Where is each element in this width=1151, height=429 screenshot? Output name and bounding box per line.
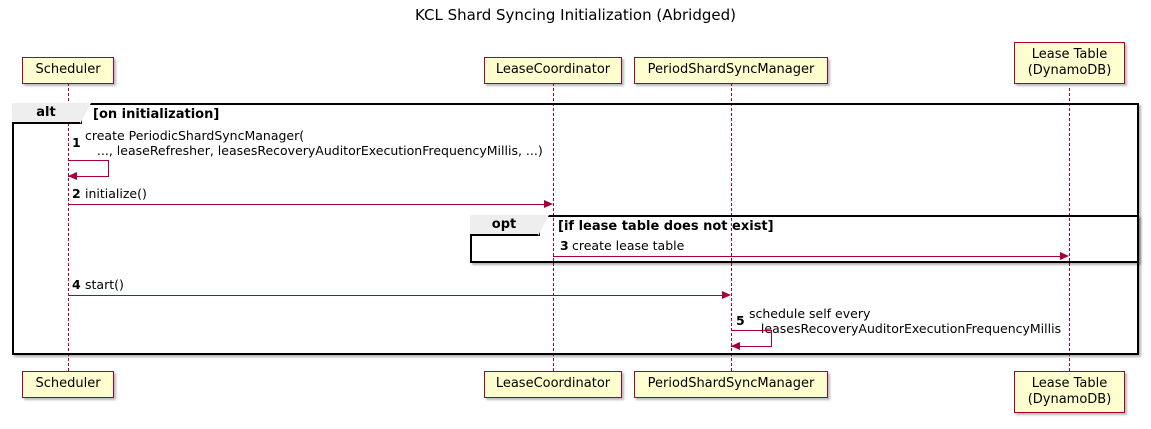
lifeline-lease-table [1069,88,1070,371]
message-2-arrowhead [544,200,553,208]
participant-period-shard-sync-manager-bottom[interactable]: PeriodShardSyncManager [634,371,828,398]
message-3-line [553,256,1060,257]
fragment-opt [470,215,1139,263]
message-1-number: 1 [72,135,81,150]
message-5-label: schedule self every leasesRecoveryAudito… [749,306,1062,336]
message-5-number: 5 [736,313,745,328]
message-5-arrowhead [731,342,740,350]
participant-period-shard-sync-manager-top[interactable]: PeriodShardSyncManager [634,57,828,84]
message-4-line [68,295,722,296]
message-1-label: create PeriodicShardSyncManager( ..., le… [85,128,543,158]
fragment-opt-keyword: opt [470,215,549,236]
message-1-self-loop [68,160,109,177]
message-3-arrowhead [1060,252,1069,260]
message-3-number: 3 [560,238,569,253]
fragment-alt-keyword: alt [12,103,91,124]
participant-lease-coordinator-top[interactable]: LeaseCoordinator [484,57,622,84]
message-2-number: 2 [72,186,81,201]
message-4-number: 4 [72,277,81,292]
lifeline-scheduler [68,83,69,371]
message-5-self-loop [731,330,772,347]
message-4-label: start() [85,277,124,292]
participant-lease-table-top[interactable]: Lease Table (DynamoDB) [1014,42,1125,84]
page-title: KCL Shard Syncing Initialization (Abridg… [415,6,736,24]
lifeline-lease-coordinator [553,83,554,371]
message-3-label: create lease table [572,238,685,253]
participant-scheduler-top[interactable]: Scheduler [22,57,114,84]
participant-lease-table-bottom[interactable]: Lease Table (DynamoDB) [1014,371,1125,413]
participant-scheduler-bottom[interactable]: Scheduler [22,371,114,398]
message-2-label: initialize() [85,186,147,201]
message-1-arrowhead [68,172,77,180]
fragment-alt-condition: [on initialization] [93,107,220,122]
participant-lease-coordinator-bottom[interactable]: LeaseCoordinator [484,371,622,398]
message-2-line [68,204,544,205]
lifeline-period-shard-sync-manager [731,83,732,371]
message-4-arrowhead [722,291,731,299]
fragment-opt-condition: [if lease table does not exist] [558,219,774,234]
